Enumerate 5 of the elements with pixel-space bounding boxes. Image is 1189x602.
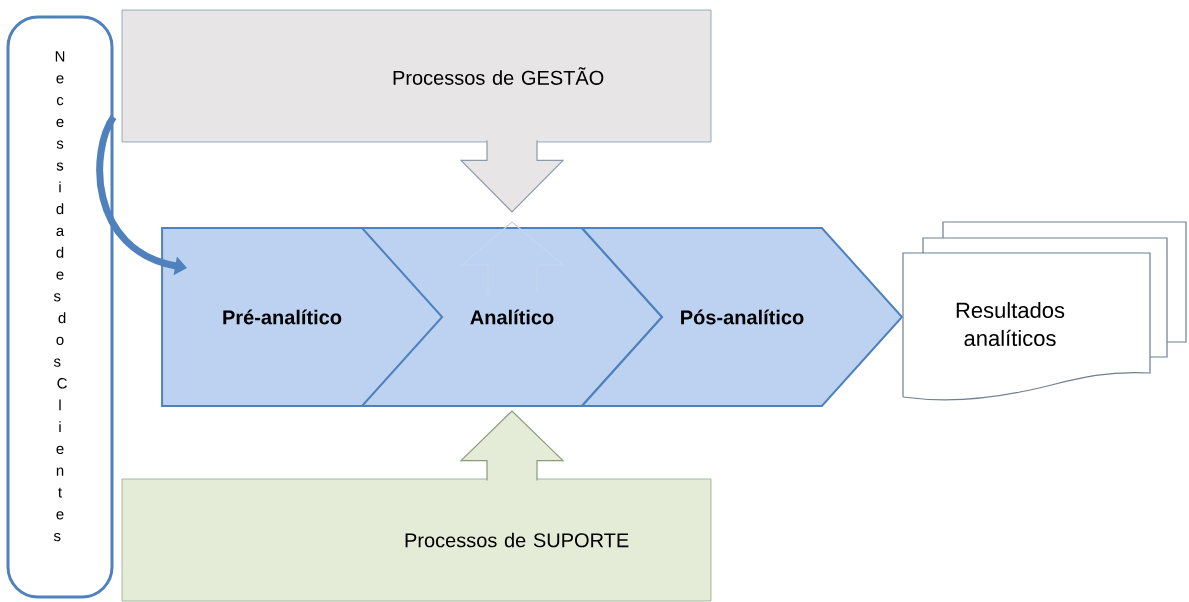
process-box: Processos de GESTÃO [121,9,712,143]
block-arrow [459,410,565,482]
process-box: Processos de SUPORTE [121,478,712,602]
rounded-box: Necessidades dos Clientes [6,15,114,599]
block-arrow [459,139,565,213]
